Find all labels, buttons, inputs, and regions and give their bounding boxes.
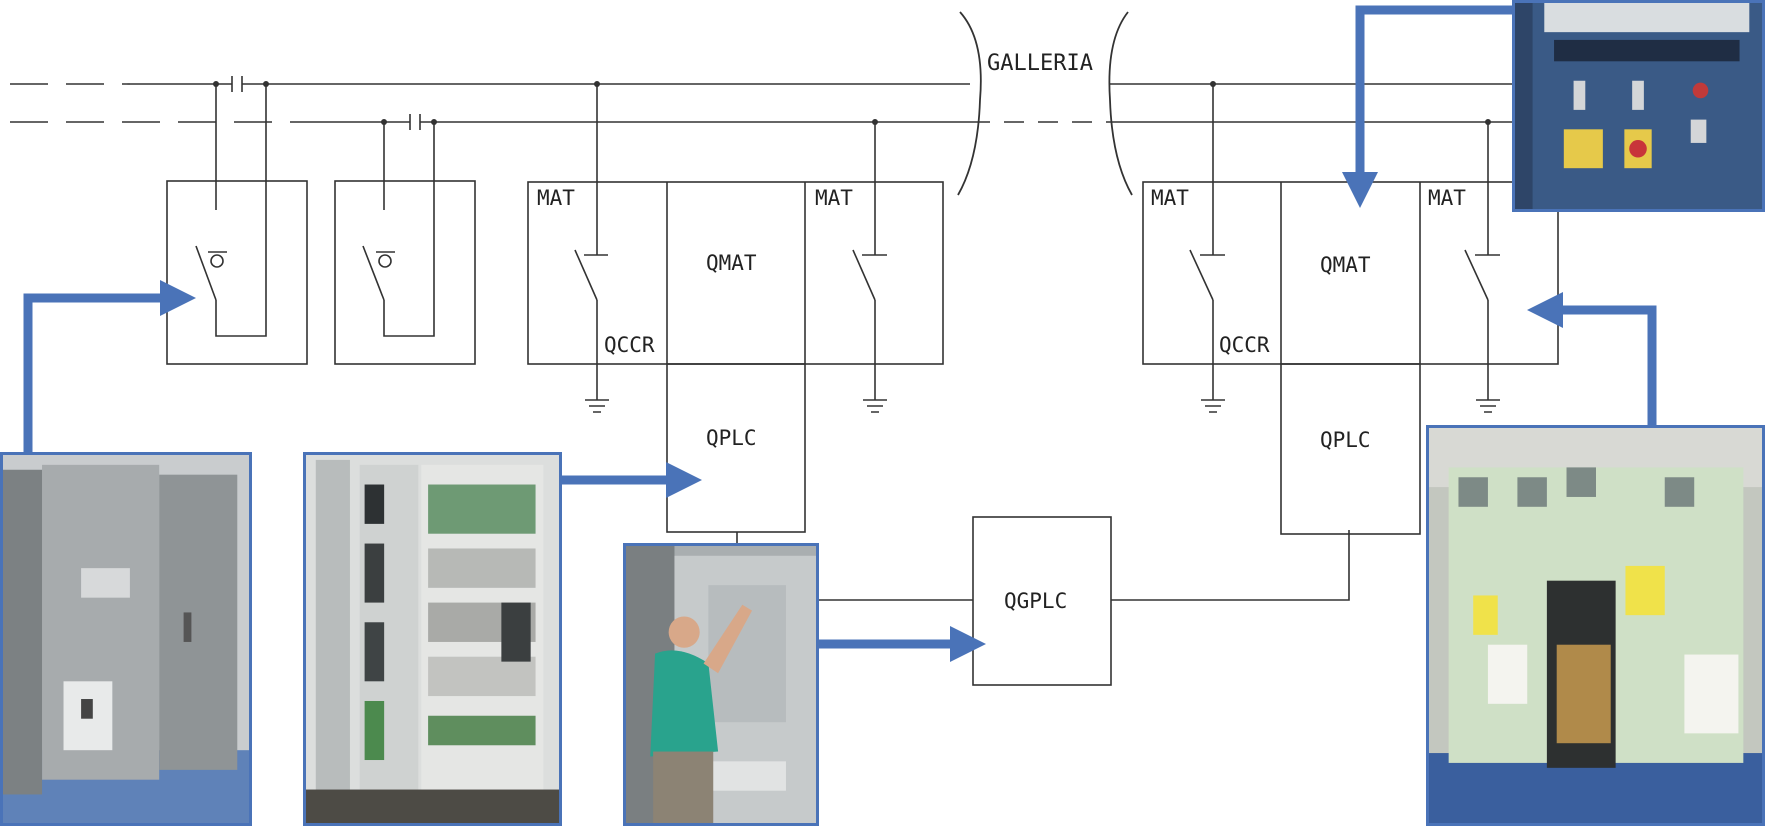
arrow-to-mat-right — [1527, 292, 1657, 430]
mat-label-4: MAT — [1428, 186, 1466, 210]
plc-panel-image — [306, 455, 559, 823]
switch-panel-1 — [166, 84, 308, 365]
qgplc-label: QGPLC — [1004, 589, 1067, 613]
photo-mv-switchboard — [1426, 425, 1765, 826]
operator-panel-image — [626, 546, 816, 823]
qccr-label-2: QCCR — [1219, 333, 1270, 357]
galleria-label: GALLERIA — [987, 51, 1093, 76]
callout-arrows — [23, 5, 1657, 662]
mv-switchboard-image — [1429, 428, 1762, 823]
mat-label-3: MAT — [1151, 186, 1189, 210]
switch-panel-2 — [334, 122, 476, 365]
photo-switchgear-cabinet — [0, 452, 252, 826]
control-panel-detail-image — [1515, 3, 1762, 209]
photo-control-panel-detail — [1512, 0, 1765, 212]
qmat-label-2: QMAT — [1320, 253, 1371, 277]
middle-switchboard — [527, 84, 973, 601]
qplc-label-2: QPLC — [1320, 428, 1371, 452]
arrow-to-qmat — [1342, 5, 1520, 208]
photo-plc-panel — [303, 452, 562, 826]
qccr-label-1: QCCR — [604, 333, 655, 357]
qmat-label-1: QMAT — [706, 251, 757, 275]
mat-label-2: MAT — [815, 186, 853, 210]
junction-dots — [213, 81, 1491, 125]
mat-label-1: MAT — [537, 186, 575, 210]
galleria-brackets — [957, 11, 1133, 196]
qplc-label-1: QPLC — [706, 426, 757, 450]
busbar-top — [10, 76, 1520, 92]
qgplc-box — [972, 516, 1350, 686]
busbar-bottom — [10, 114, 1520, 130]
switchgear-cabinet-image — [3, 455, 249, 823]
arrow-to-switch-panel — [23, 280, 196, 455]
photo-operator-panel — [623, 543, 819, 826]
